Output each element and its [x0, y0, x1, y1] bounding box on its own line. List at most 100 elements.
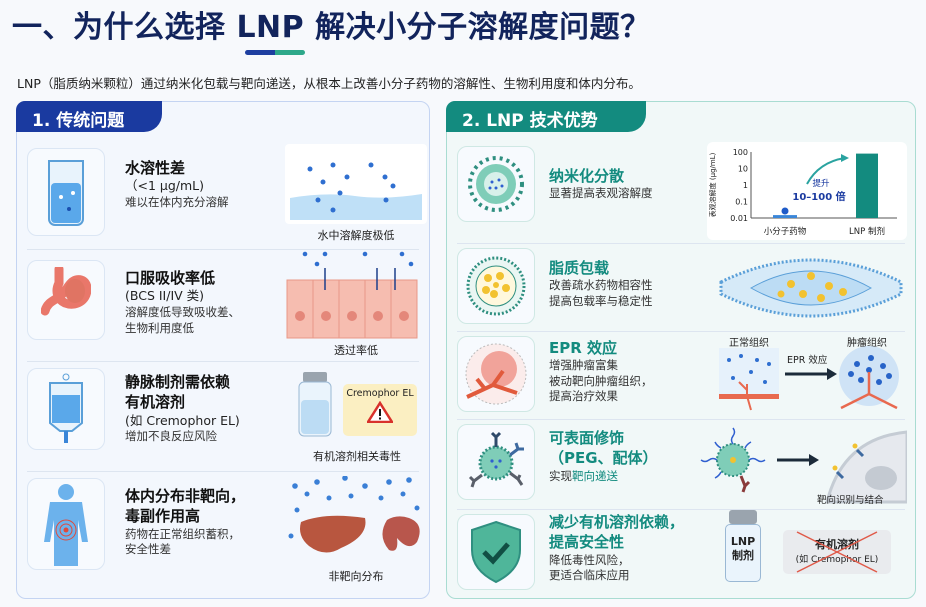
advantage-desc: 实现靶向递送 [549, 469, 658, 485]
bar-lnp [856, 153, 878, 218]
x-tick-label: LNP 制剂 [849, 226, 885, 237]
vial-label: 制剂 [732, 549, 754, 563]
advantage-row: 减少有机溶剂依赖， 提高安全性 降低毒性风险， 更适合临床应用 LNP 制剂 有… [457, 510, 905, 598]
problem-row: 水溶性差 （<1 μg/mL) 难以在体内充分溶解 水中溶解度极低 [27, 138, 427, 250]
advantage-desc: 提高包载率与稳定性 [549, 293, 653, 308]
advantage-title: 脂质包载 [549, 259, 610, 277]
stomach-icon [27, 260, 105, 340]
advantage-desc: 更适合临床应用 [549, 568, 630, 583]
advantage-title: 纳米化分散 [549, 167, 625, 185]
lipid-vesicle-icon [457, 248, 535, 324]
crossed-text: (如 Cremophor EL) [795, 555, 879, 565]
page-title: 一、为什么选择 LNP 解决小分子溶解度问题？ [12, 10, 651, 45]
y-tick-label: 0.1 [735, 198, 748, 207]
tumor-vessel-icon [457, 336, 535, 412]
organ-distribution-illustration: 非靶向分布 [285, 475, 427, 586]
crossed-solvent-box: 有机溶剂 (如 Cremophor EL) [783, 530, 891, 574]
problem-row: 口服吸收率低 (BCS II/IV 类) 溶解度低导致吸收差、 生物利用度低 透… [27, 250, 419, 362]
advantage-desc: 降低毒性风险， [549, 552, 630, 567]
problem-desc: 生物利用度低 [125, 320, 194, 335]
problem-title-line2: 毒副作用高 [125, 507, 201, 526]
vial-label: LNP [730, 535, 756, 548]
drug-particle-icon [781, 207, 789, 215]
panel-tab-traditional: 1. 传统问题 [16, 101, 162, 132]
bubble-text: Cremophor EL [346, 388, 414, 399]
annotation-value: 10–100 倍 [792, 190, 845, 203]
problem-row: 静脉制剂需依赖 有机溶剂 (如 Cremophor EL) 增加不良反应风险 C… [27, 362, 419, 472]
lipid-bilayer-illustration [711, 248, 907, 328]
epr-arrow-label: EPR 效应 [787, 355, 828, 366]
annotation-label: 提升 [812, 178, 830, 189]
solvent-free-illustration: LNP 制剂 有机溶剂 (如 Cremophor EL) [711, 510, 907, 596]
problem-desc: 安全性差 [125, 542, 171, 557]
intestinal-cells-illustration: 透过率低 [285, 250, 427, 360]
ligand-particle-icon [457, 424, 535, 500]
advantage-desc: 显著提高表观溶解度 [549, 186, 653, 201]
problem-desc: 溶解度低导致吸收差、 [125, 305, 240, 320]
advantage-row: 可表面修饰 （PEG、配体） 实现靶向递送 靶向识别与结合 [457, 420, 909, 510]
y-tick-label: 0.01 [730, 214, 748, 223]
illustration-caption: 水中溶解度极低 [317, 229, 395, 242]
targeting-illustration: 靶向识别与结合 [697, 422, 909, 508]
traditional-problems-panel: 1. 传统问题 水溶性差 （<1 μg/mL) 难以在体内充分溶解 水中溶解度极… [16, 101, 430, 599]
beaker-icon [27, 148, 105, 236]
page-subtitle: LNP（脂质纳米颗粒）通过纳米化包载与靶向递送，从根本上改善小分子药物的溶解性、… [17, 76, 641, 91]
warning-bubble: Cremophor EL [343, 384, 417, 436]
advantage-desc: 被动靶向肿瘤组织， [549, 373, 653, 388]
vial-icon [298, 372, 332, 437]
iv-bag-icon [27, 368, 105, 450]
problem-row: 体内分布非靶向， 毒副作用高 药物在正常组织蓄积， 安全性差 非靶向分布 [27, 472, 420, 596]
advantage-row: EPR 效应 增强肿瘤富集 被动靶向肿瘤组织， 提高治疗效果 正常组织 肿瘤组织… [457, 332, 905, 420]
advantage-title: 可表面修饰 [549, 429, 625, 447]
desc-highlight: 靶向递送 [572, 468, 618, 483]
problem-sub: （<1 μg/mL) [125, 178, 205, 194]
x-tick-label: 小分子药物 [764, 226, 807, 237]
panel-tab-lnp: 2. LNP 技术优势 [446, 101, 646, 132]
problem-title: 水溶性差 [125, 159, 186, 177]
y-tick-label: 1 [743, 181, 748, 190]
increase-arrow [806, 157, 846, 185]
problem-desc: 增加不良反应风险 [125, 429, 217, 444]
tumor-tissue-label: 肿瘤组织 [847, 338, 887, 349]
problem-sub: (如 Cremophor EL) [125, 412, 240, 428]
illustration-caption: 透过率低 [334, 344, 378, 357]
illustration-caption: 靶向识别与结合 [817, 495, 884, 506]
problem-sub: (BCS II/IV 类) [125, 288, 205, 304]
advantage-row: 纳米化分散 显著提高表观溶解度 100 10 1 0.1 0.01 表观溶解度 (μg/m… [457, 140, 907, 244]
title-accent-bar [245, 50, 305, 55]
normal-tissue-label: 正常组织 [729, 338, 769, 349]
illustration-caption: 有机溶剂相关毒性 [313, 450, 401, 463]
y-tick-label: 10 [738, 165, 748, 174]
warning-icon [367, 401, 393, 423]
advantage-title-line2: （PEG、配体） [549, 449, 658, 468]
advantage-title: 减少有机溶剂依赖， [549, 513, 685, 531]
cross-icon [796, 531, 878, 573]
low-solubility-illustration: 水中溶解度极低 [285, 144, 427, 244]
solvent-toxicity-illustration: Cremophor EL 有机溶剂相关毒性 [287, 372, 427, 472]
advantage-title: EPR 效应 [549, 339, 618, 357]
advantage-desc: 提高治疗效果 [549, 389, 618, 404]
crossed-text: 有机溶剂 [815, 538, 859, 551]
problem-desc: 药物在正常组织蓄积， [125, 526, 240, 541]
problem-title: 体内分布非靶向， [125, 487, 246, 505]
lnp-vial: LNP 制剂 [725, 510, 761, 582]
nanoparticle-icon [457, 146, 535, 222]
human-body-icon [27, 478, 105, 570]
lnp-advantages-panel: 2. LNP 技术优势 纳米化分散 显著提高表观溶解度 100 10 1 0.1 0.0… [446, 101, 916, 599]
bar-small-molecule [773, 215, 797, 218]
advantage-row: 脂质包载 改善疏水药物相容性 提高包载率与稳定性 [457, 244, 905, 332]
advantage-title-line2: 提高安全性 [549, 533, 625, 552]
increase-arrowhead [841, 154, 849, 162]
epr-illustration: 正常组织 肿瘤组织 EPR 效应 [711, 334, 907, 420]
problem-title-line2: 有机溶剂 [125, 393, 186, 412]
advantage-desc: 改善疏水药物相容性 [549, 278, 653, 293]
desc-prefix: 实现 [549, 468, 572, 483]
illustration-caption: 非靶向分布 [328, 570, 384, 583]
advantage-desc: 增强肿瘤富集 [549, 358, 618, 373]
y-axis-label: 表观溶解度 (μg/mL) [708, 152, 717, 217]
problem-title: 口服吸收率低 [125, 269, 216, 287]
y-tick-label: 100 [733, 148, 748, 157]
problem-desc: 难以在体内充分溶解 [125, 195, 229, 210]
problem-title: 静脉制剂需依赖 [125, 373, 231, 391]
